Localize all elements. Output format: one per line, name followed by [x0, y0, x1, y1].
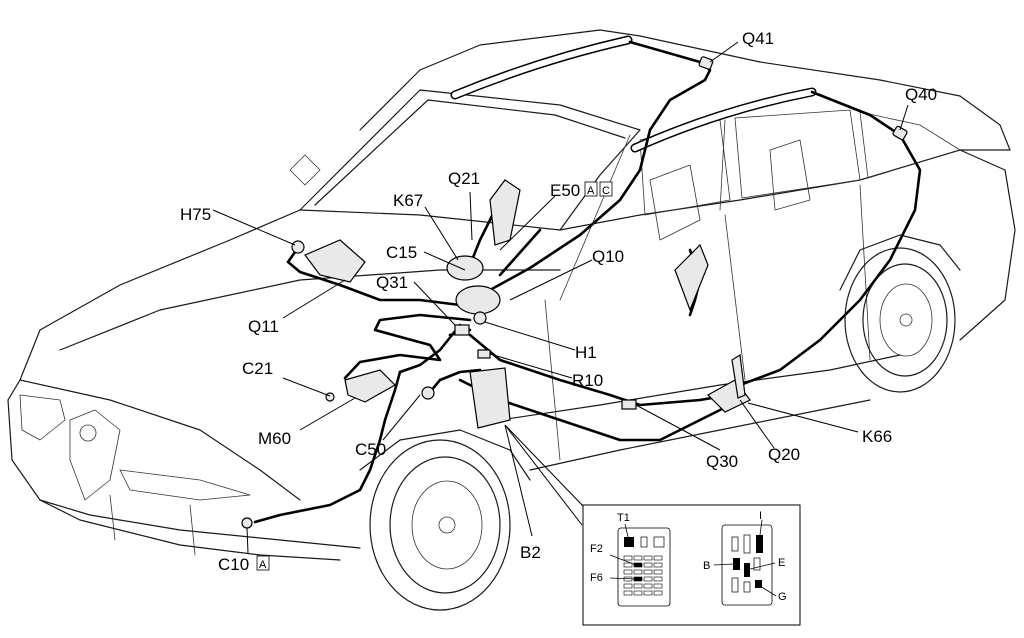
components [241, 56, 908, 529]
c15-component [455, 285, 501, 315]
label-r10: R10 [572, 371, 603, 390]
label-t1: T1 [617, 512, 630, 524]
inset-left-panel: T1 F2 F6 [590, 512, 671, 607]
label-k67: K67 [393, 191, 423, 210]
h75-component [291, 240, 305, 254]
inset-right-panel: I B E G [703, 510, 787, 606]
c21-component [325, 392, 335, 402]
q41-component [698, 56, 714, 70]
h1-component [473, 311, 487, 325]
side-airbag-component [674, 243, 709, 312]
q11-component [304, 239, 366, 283]
label-q11: Q11 [248, 317, 279, 336]
label-q20: Q20 [768, 445, 800, 464]
b2-component [469, 367, 511, 429]
label-c10: C10 [218, 555, 249, 574]
c50-component [421, 386, 435, 400]
label-c10-a: A [259, 559, 267, 571]
label-q31: Q31 [376, 273, 408, 292]
curtain-airbags [450, 35, 817, 153]
q40-component [892, 125, 908, 141]
label-e: E [778, 557, 785, 569]
label-e50-c: C [602, 185, 610, 197]
label-c15: C15 [386, 243, 417, 262]
label-h75: H75 [180, 205, 211, 224]
label-k66: K66 [862, 427, 892, 446]
car-body [7, 29, 1016, 611]
label-q40: Q40 [905, 85, 937, 104]
leader-lines [212, 41, 909, 554]
q31-component [454, 324, 470, 336]
e50-box-c [599, 181, 613, 197]
c10-component [241, 517, 253, 529]
label-g: G [778, 591, 787, 603]
label-f6: F6 [590, 572, 603, 584]
fuse-inset: T1 F2 F6 I B E G [582, 504, 801, 626]
label-q10: Q10 [592, 247, 624, 266]
label-b2: B2 [520, 543, 541, 562]
q21-component [489, 179, 521, 246]
label-m60: M60 [258, 429, 291, 448]
e50-box-a [584, 181, 598, 197]
label-e50-a: A [587, 185, 595, 197]
label-q30: Q30 [706, 452, 738, 471]
label-f2: F2 [590, 543, 603, 555]
callout-labels: Q41 Q40 Q21 E50 A C H75 K67 C15 Q10 Q31 … [180, 29, 937, 574]
label-q41: Q41 [742, 29, 774, 48]
label-i: I [759, 510, 762, 522]
c10-box-a [256, 555, 270, 571]
m60-component [344, 369, 396, 403]
label-c21: C21 [242, 359, 273, 378]
label-q21: Q21 [448, 169, 480, 188]
label-h1: H1 [575, 343, 597, 362]
k66-component [731, 353, 746, 399]
k67-component [446, 255, 484, 281]
r10-component [477, 349, 491, 359]
label-c50: C50 [355, 440, 386, 459]
q30-component [621, 399, 637, 410]
label-b: B [703, 560, 710, 572]
label-e50: E50 [550, 181, 580, 200]
